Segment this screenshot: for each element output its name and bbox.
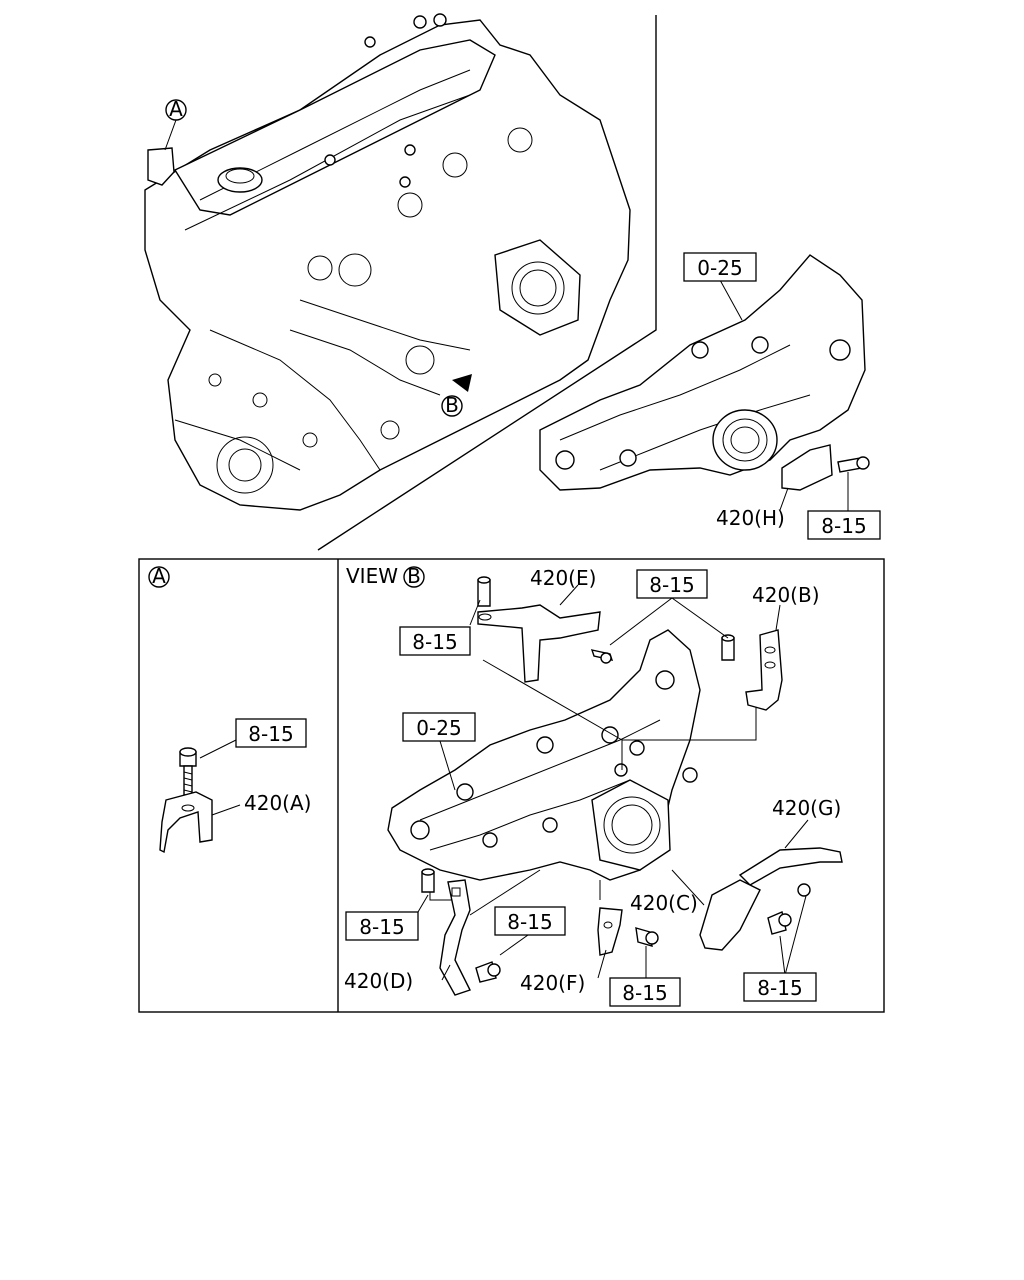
bracket-a-drawing (159, 791, 241, 854)
label-manifold-ref: 0-25 (402, 712, 476, 742)
label-bracket-h: 420(H) (716, 506, 785, 530)
svg-text:8-15: 8-15 (757, 976, 802, 1000)
svg-text:0-25: 0-25 (697, 256, 742, 280)
svg-text:8-15: 8-15 (412, 630, 457, 654)
svg-text:A: A (169, 97, 183, 121)
label-bolt-h: 8-15 (807, 510, 881, 540)
label-bolt-d-top: 8-15 (345, 911, 419, 941)
label-bracket-b: 420(B) (752, 583, 820, 607)
label-bolt-e-left: 8-15 (399, 626, 471, 656)
panel-a: A 8-15 420(A) (148, 564, 311, 854)
bolt-a-drawing (179, 739, 237, 796)
svg-text:8-15: 8-15 (248, 722, 293, 746)
svg-text:B: B (407, 564, 421, 588)
svg-text:8-15: 8-15 (649, 573, 694, 597)
label-bolt-e-right: 8-15 (636, 569, 708, 599)
label-bracket-g: 420(G) (772, 796, 841, 820)
label-bolt-d-mid: 8-15 (494, 906, 566, 936)
label-bolt-f: 8-15 (609, 977, 681, 1007)
engine-assembly-drawing (144, 13, 657, 551)
callout-b-view: B (403, 564, 425, 588)
label-panel-a-bolt: 8-15 (235, 718, 307, 748)
callout-a-top: A (165, 97, 187, 121)
label-bracket-d: 420(D) (344, 969, 413, 993)
svg-text:B: B (445, 393, 459, 417)
bracket-e-drawing (469, 576, 614, 683)
view-label: VIEW (346, 564, 398, 588)
svg-text:8-15: 8-15 (622, 981, 667, 1005)
svg-text:8-15: 8-15 (507, 910, 552, 934)
bracket-f-drawing (597, 907, 659, 980)
label-intake-ref: 0-25 (683, 252, 757, 282)
label-bracket-e: 420(E) (530, 566, 596, 590)
callout-b-top: B (441, 393, 463, 417)
panel-b: VIEW B (344, 564, 843, 1007)
label-bracket-f: 420(F) (520, 971, 585, 995)
svg-text:A: A (152, 564, 166, 588)
bracket-gc-drawing (671, 819, 843, 976)
label-bracket-a: 420(A) (244, 791, 311, 815)
svg-text:0-25: 0-25 (416, 716, 461, 740)
label-bolt-c: 8-15 (743, 972, 817, 1002)
manifold-view-b-drawing (387, 629, 701, 881)
svg-text:8-15: 8-15 (359, 915, 404, 939)
detail-frame (138, 558, 885, 1013)
svg-text:8-15: 8-15 (821, 514, 866, 538)
callout-a-panel: A (148, 564, 170, 588)
bracket-b-drawing (609, 597, 783, 711)
label-bracket-c: 420(C) (630, 891, 698, 915)
intake-manifold-drawing (539, 254, 870, 512)
